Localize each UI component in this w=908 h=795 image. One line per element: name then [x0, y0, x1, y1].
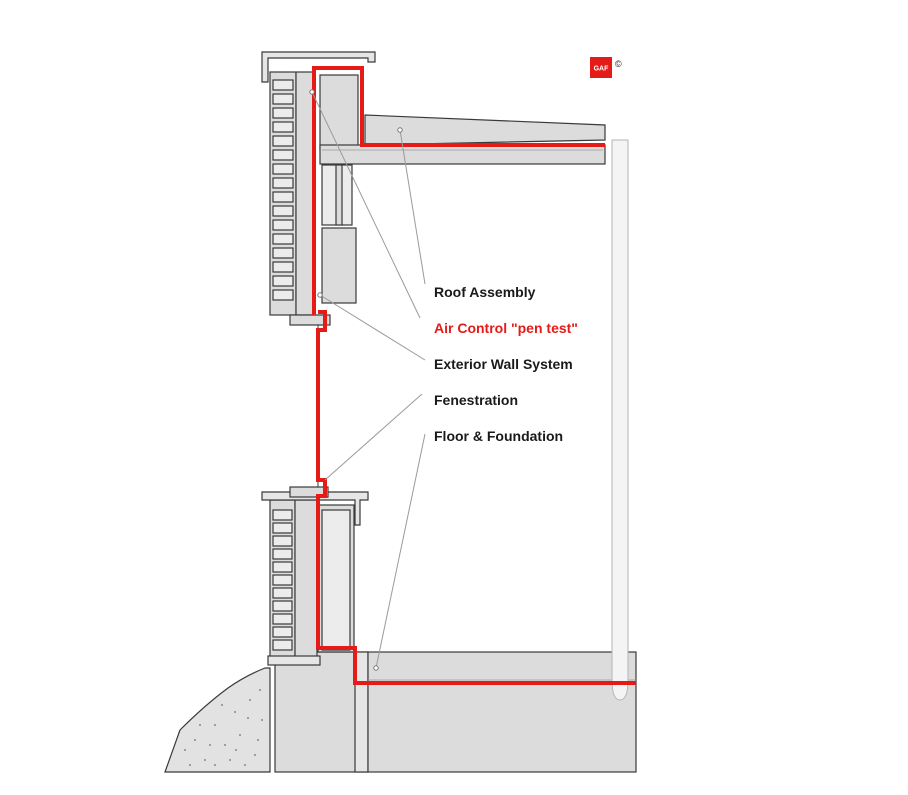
label-roof-assembly: Roof Assembly: [434, 284, 536, 300]
gaf-logo: GAF ©: [590, 57, 622, 78]
soil-grade: [164, 667, 271, 773]
label-exterior-wall: Exterior Wall System: [434, 356, 573, 372]
label-fenestration: Fenestration: [434, 392, 518, 408]
floor-foundation-structure: [274, 139, 637, 773]
upper-exterior-wall: [261, 51, 376, 326]
lower-exterior-wall: [261, 486, 369, 666]
roof-structure: [319, 114, 606, 165]
leader-dots: [309, 89, 403, 671]
label-air-control: Air Control "pen test": [434, 320, 578, 336]
label-floor-foundation: Floor & Foundation: [434, 428, 563, 444]
copyright-mark: ©: [615, 59, 622, 69]
leader-lines: [311, 91, 426, 669]
air-barrier-line: [312, 66, 636, 685]
logo-text: GAF: [594, 66, 610, 73]
